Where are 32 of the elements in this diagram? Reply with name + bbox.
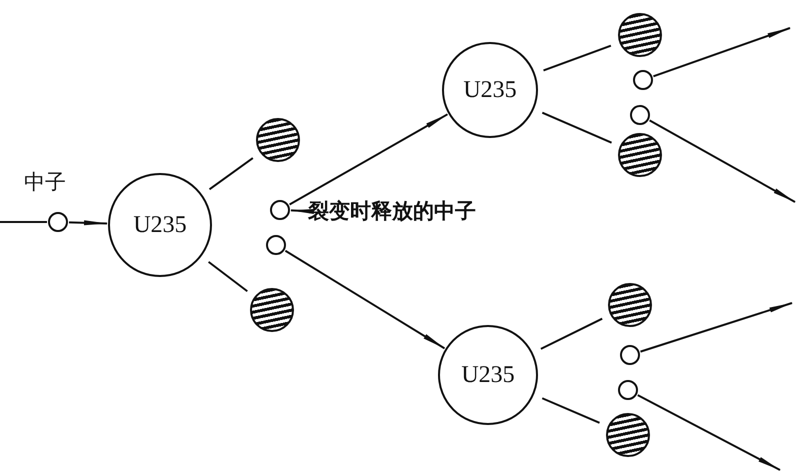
arrow <box>637 394 781 471</box>
neutron-circle <box>630 105 650 125</box>
connector-line <box>542 397 600 424</box>
arrow <box>68 220 108 226</box>
connector-line <box>208 261 248 292</box>
neutron-label: 中子 <box>24 169 66 196</box>
neutron-circle <box>618 380 638 400</box>
nucleus-label: U235 <box>133 212 187 238</box>
fragment-circle <box>606 413 650 457</box>
neutron-circle <box>633 70 653 90</box>
leader-line <box>290 208 314 214</box>
fragment-circle <box>618 13 662 57</box>
arrow <box>289 113 448 206</box>
nucleus-label: U235 <box>461 362 515 388</box>
neutron-circle <box>266 235 286 255</box>
connector-line <box>542 112 612 144</box>
connector-line <box>543 44 612 72</box>
arrow <box>649 120 796 203</box>
fragment-circle <box>618 133 662 177</box>
fragment-circle <box>250 288 294 332</box>
connector-line <box>0 221 47 223</box>
fragment-circle <box>608 283 652 327</box>
nucleus-label: U235 <box>463 76 517 104</box>
arrow <box>284 250 446 350</box>
connector-line <box>540 318 603 350</box>
neutron-circle <box>48 212 68 232</box>
connector-line <box>208 157 254 190</box>
arrow <box>653 27 791 78</box>
fragment-circle <box>256 118 300 162</box>
neutron-circle <box>620 345 640 365</box>
neutron-circle <box>270 200 290 220</box>
arrow <box>640 302 793 353</box>
